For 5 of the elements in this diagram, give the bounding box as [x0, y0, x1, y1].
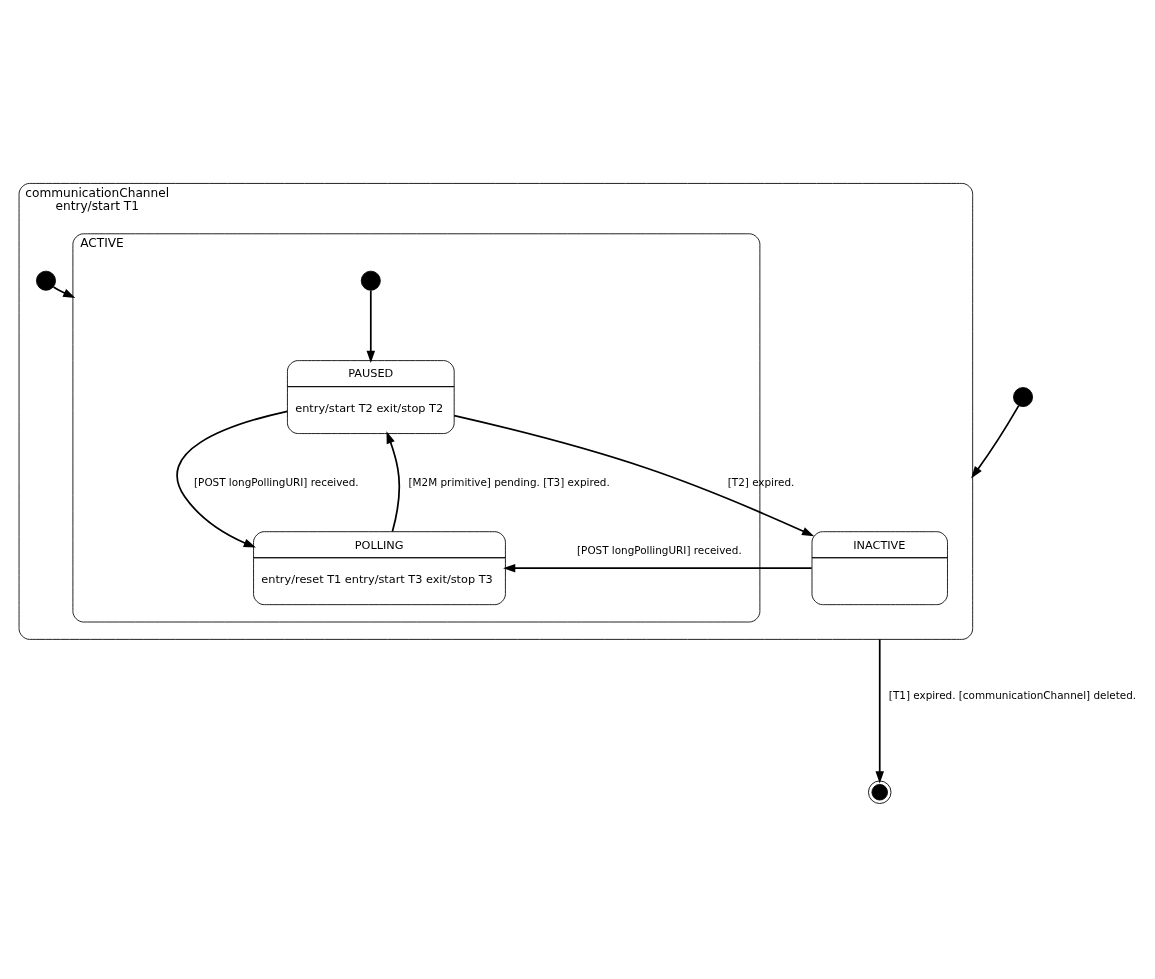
- edge-label: [T1] expired. [communicationChannel] deleted.: [888, 688, 1137, 701]
- edge-label: [M2M primitive] pending. [T3] expired.: [408, 475, 610, 488]
- edge-label: [POST longPollingURI] received.: [194, 475, 359, 488]
- edge-label: [T2] expired.: [727, 475, 795, 488]
- edge-label: [POST longPollingURI] received.: [577, 543, 742, 556]
